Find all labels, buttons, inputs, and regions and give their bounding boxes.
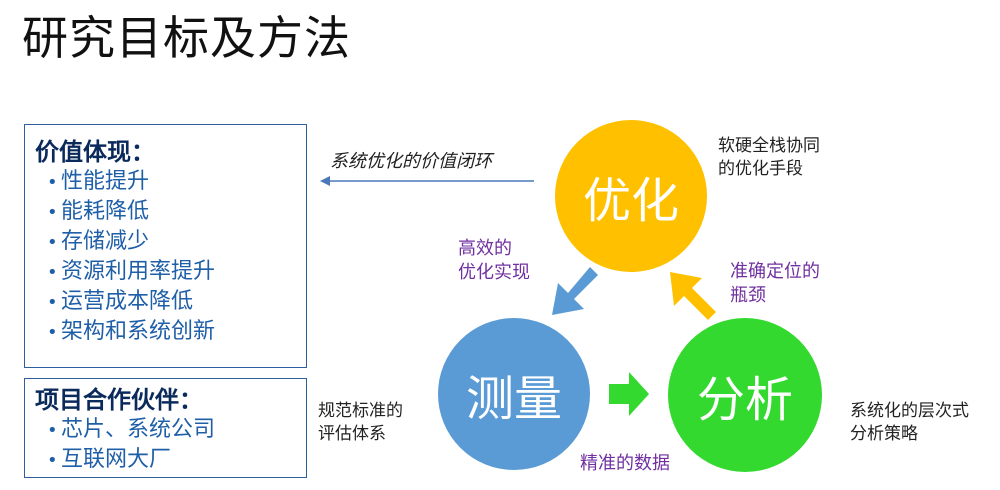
list-item: •芯片、系统公司 <box>47 415 306 445</box>
analyze-label: 分析 <box>696 372 793 428</box>
bullet-icon: • <box>47 322 58 343</box>
list-item: •性能提升 <box>47 167 306 197</box>
bullet-icon: • <box>47 172 58 193</box>
list-item: •资源利用率提升 <box>47 257 306 287</box>
value-loop-label: 系统优化的价值闭环 <box>330 151 492 172</box>
list-item: •存储减少 <box>47 227 306 257</box>
bullet-icon: • <box>47 450 58 471</box>
value-box: 价值体现： •性能提升 •能耗降低 •存储减少 •资源利用率提升 •运营成本降低… <box>24 124 307 368</box>
optimize-label: 优化 <box>582 173 679 229</box>
value-heading: 价值体现： <box>35 138 155 166</box>
measure-circle: 测量 <box>438 318 590 470</box>
partner-heading: 项目合作伙伴： <box>35 386 203 414</box>
arrow-right-icon <box>609 372 649 416</box>
bullet-icon: • <box>47 202 58 223</box>
measure-note: 规范标准的 评估体系 <box>318 401 403 444</box>
analyze-circle: 分析 <box>668 318 822 472</box>
page-title: 研究目标及方法 <box>22 11 351 65</box>
optimize-note: 软硬全栈协同 的优化手段 <box>718 136 820 179</box>
bullet-icon: • <box>47 420 58 441</box>
flow-label-data: 精准的数据 <box>580 453 670 474</box>
flow-label-efficient: 高效的 优化实现 <box>458 238 530 283</box>
list-item: •运营成本降低 <box>47 287 306 317</box>
list-item: •能耗降低 <box>47 197 306 227</box>
value-list: •性能提升 •能耗降低 •存储减少 •资源利用率提升 •运营成本降低 •架构和系… <box>25 167 306 347</box>
partner-box: 项目合作伙伴： •芯片、系统公司 •互联网大厂 <box>24 378 307 478</box>
arrow-down-left-icon <box>552 267 598 315</box>
bullet-icon: • <box>47 232 58 253</box>
arrow-up-left-icon <box>670 272 716 320</box>
partner-list: •芯片、系统公司 •互联网大厂 <box>25 415 306 475</box>
bullet-icon: • <box>47 292 58 313</box>
flow-label-bottleneck: 准确定位的 瓶颈 <box>730 261 820 306</box>
optimize-circle: 优化 <box>555 120 707 272</box>
analyze-note: 系统化的层次式 分析策略 <box>850 401 969 444</box>
measure-label: 测量 <box>465 371 562 427</box>
loop-arrow-icon <box>320 176 534 186</box>
list-item: •架构和系统创新 <box>47 317 306 347</box>
list-item: •互联网大厂 <box>47 445 306 475</box>
bullet-icon: • <box>47 262 58 283</box>
